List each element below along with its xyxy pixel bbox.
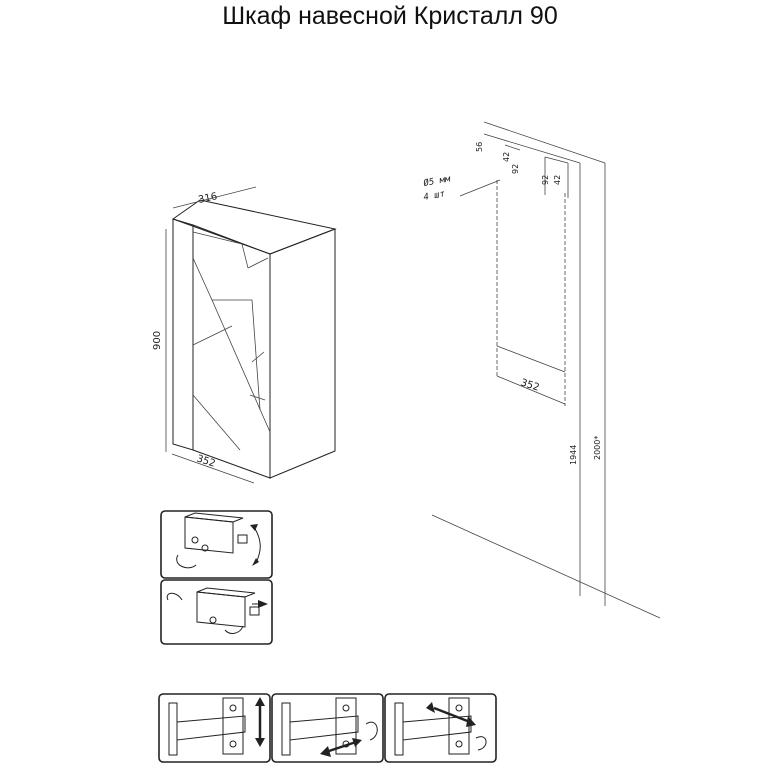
hinge-adjust-depth-panel <box>384 693 497 763</box>
hinge-adjust-depth-icon <box>394 697 487 756</box>
mount-depth-label: 352 <box>519 377 541 393</box>
width-dim-line <box>172 186 257 209</box>
hinge-adjust-vertical-panel <box>158 693 271 763</box>
mount-dim-56: 56 <box>475 142 484 152</box>
mount-dim-92b: 92 <box>541 175 550 185</box>
page-title: Шкаф навесной Кристалл 90 <box>222 2 558 30</box>
hanger-adjust-depth-panel <box>160 579 273 645</box>
mount-dim-42b: 42 <box>553 175 562 185</box>
mount-height-1944: 1944 <box>569 445 578 465</box>
hanger-adjust-vertical-icon <box>176 512 261 569</box>
hinge-adjust-horizontal-panel <box>271 693 384 763</box>
cabinet-drawing <box>165 186 337 484</box>
hinge-adjust-vertical-icon <box>168 697 265 756</box>
hanger-adjust-vertical-panel <box>160 510 273 579</box>
mount-height-2000: 2000* <box>593 436 602 460</box>
hardware-count-label: 4 шт <box>423 189 447 203</box>
mount-dim-92a: 92 <box>511 164 520 174</box>
depth-dim-line <box>171 453 255 484</box>
wall-mount-drawing <box>431 121 661 619</box>
hinge-adjust-horizontal-icon <box>281 697 378 757</box>
cabinet-height-label: 900 <box>152 331 163 350</box>
mount-dim-42a: 42 <box>502 152 511 162</box>
cabinet-depth-label: 352 <box>195 453 217 469</box>
cabinet-width-label: 316 <box>197 191 218 206</box>
hardware-diameter-label: Ø5 мм <box>423 173 452 189</box>
hanger-adjust-depth-icon <box>166 587 268 634</box>
